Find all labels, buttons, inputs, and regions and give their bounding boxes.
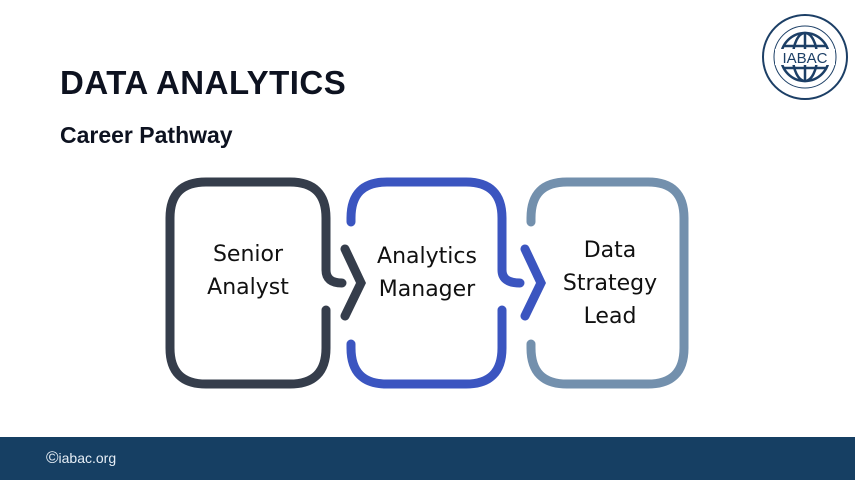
step-label-1: Senior Analyst bbox=[180, 238, 316, 304]
step-box-3 bbox=[526, 177, 689, 389]
chevron-icon bbox=[340, 244, 366, 321]
step-label-2: Analytics Manager bbox=[356, 240, 498, 306]
site-link[interactable]: iabac.org bbox=[58, 450, 117, 466]
step-text: Data Strategy Lead bbox=[562, 238, 658, 329]
copyright-icon: © bbox=[46, 448, 59, 467]
step-label-3: Data Strategy Lead bbox=[540, 234, 680, 333]
footer-site[interactable]: ©iabac.org bbox=[46, 448, 116, 468]
career-pathway-diagram bbox=[165, 177, 689, 389]
step-text: Senior Analyst bbox=[207, 242, 289, 300]
step-box-2 bbox=[346, 177, 525, 389]
logo-text: IABAC bbox=[782, 50, 827, 67]
step-text: Analytics Manager bbox=[377, 244, 477, 302]
step-box-1 bbox=[165, 177, 347, 389]
footer: ©iabac.org bbox=[0, 437, 855, 480]
page-title: DATA ANALYTICS bbox=[60, 64, 347, 101]
page-subtitle: Career Pathway bbox=[60, 122, 233, 148]
iabac-logo: IABAC bbox=[762, 14, 848, 100]
chevron-icon bbox=[520, 244, 546, 321]
